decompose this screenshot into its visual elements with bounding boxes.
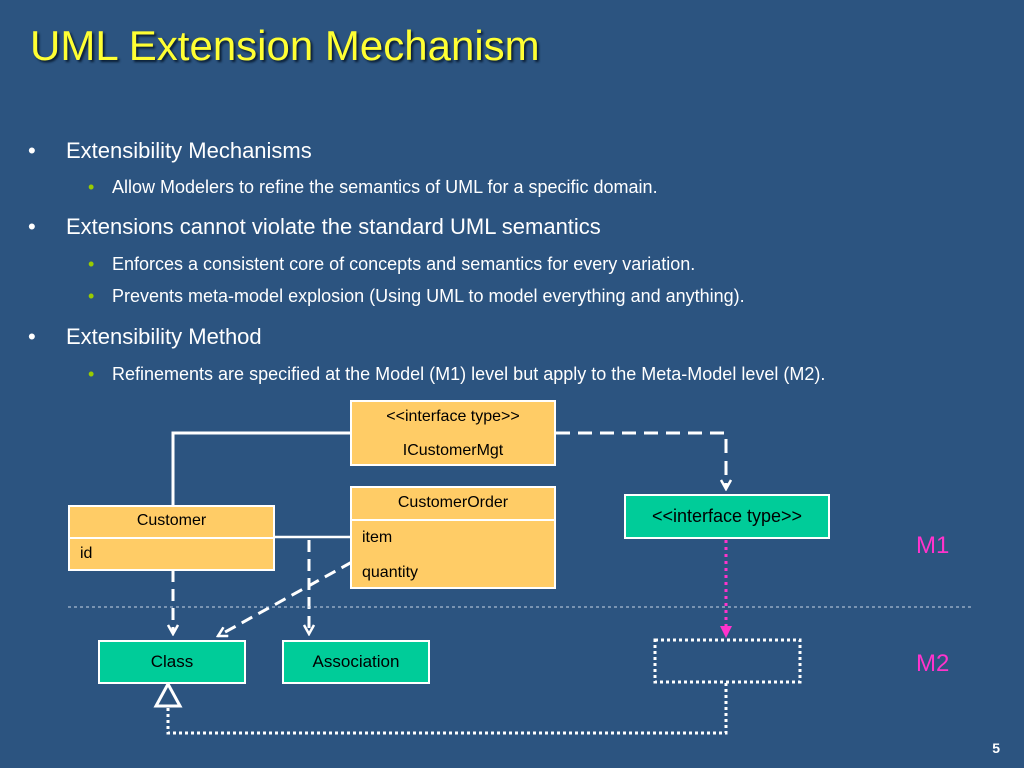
class-divider <box>70 537 273 539</box>
metaclass-label: Class <box>150 652 194 671</box>
sub-bullet-text: Prevents meta-model explosion (Using UML… <box>112 286 745 306</box>
slide-title: UML Extension Mechanism <box>30 22 540 69</box>
sub-bullet-text: Allow Modelers to refine the semantics o… <box>112 177 658 197</box>
sub-bullet-dot: • <box>88 177 95 197</box>
level-m1-label: M1 <box>916 532 950 559</box>
sub-bullet: • Enforces a consistent core of concepts… <box>88 252 972 276</box>
interface-stereotype: <<interface type>> <box>386 408 520 425</box>
class-customerorder: CustomerOrder item quantity <box>350 486 556 589</box>
sub-bullet-dot: • <box>88 254 95 274</box>
sub-bullet: • Allow Modelers to refine the semantics… <box>88 175 972 199</box>
class-attribute: item <box>362 529 393 546</box>
class-attribute: quantity <box>362 564 419 581</box>
bullet-extensions-cannot-violate: • Extensions cannot violate the standard… <box>28 214 601 240</box>
generalization-triangle <box>153 680 183 708</box>
instance-of-class-arrow-2 <box>218 560 353 638</box>
class-name: CustomerOrder <box>397 494 509 511</box>
metaclass-class: Class <box>98 640 246 684</box>
class-customer: Customer id <box>68 505 275 571</box>
metaclass-label: Association <box>312 652 400 671</box>
bullet-extensibility-mechanisms: • Extensibility Mechanisms <box>28 138 312 164</box>
page-number: 5 <box>992 740 1000 756</box>
bullet-text: Extensibility Mechanisms <box>66 138 312 163</box>
bullet-extensibility-method: • Extensibility Method <box>28 324 262 350</box>
sub-bullet-dot: • <box>88 286 95 306</box>
realization-line <box>171 431 350 507</box>
bullet-dot: • <box>28 138 36 163</box>
metaclass-association: Association <box>282 640 430 684</box>
interface-name: ICustomerMgt <box>402 442 504 459</box>
generalization-line <box>166 683 728 735</box>
level-m2-label: M2 <box>916 650 950 677</box>
stereotype-label: <<interface type>> <box>651 506 803 526</box>
bullet-dot: • <box>28 324 36 349</box>
sub-bullet-text: Refinements are specified at the Model (… <box>112 364 826 384</box>
stereotype-arrow <box>556 431 726 489</box>
class-divider <box>352 519 554 521</box>
stereotype-box-m2 <box>653 638 802 684</box>
bullet-text: Extensibility Method <box>66 324 262 349</box>
bullet-text: Extensions cannot violate the standard U… <box>66 214 601 239</box>
class-attribute: id <box>80 545 93 562</box>
sub-bullet: • Prevents meta-model explosion (Using U… <box>88 284 972 308</box>
interface-icustomermgt: <<interface type>> ICustomerMgt <box>350 400 556 466</box>
bullet-dot: • <box>28 214 36 239</box>
stereotype-interface-type: <<interface type>> <box>624 494 830 539</box>
sub-bullet: • Refinements are specified at the Model… <box>88 362 972 386</box>
sub-bullet-text: Enforces a consistent core of concepts a… <box>112 254 696 274</box>
sub-bullet-dot: • <box>88 364 95 384</box>
class-name: Customer <box>136 512 207 529</box>
